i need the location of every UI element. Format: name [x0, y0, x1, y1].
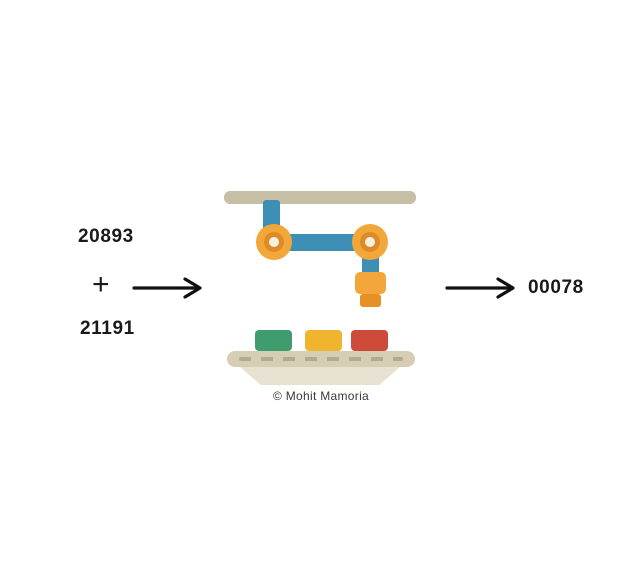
arrow-right-icon [132, 277, 202, 299]
gripper-lower [360, 294, 381, 307]
input-value-1: 20893 [78, 226, 134, 247]
plus-operator: + [92, 268, 110, 301]
output-value: 00078 [528, 277, 584, 298]
block-yellow [305, 330, 342, 351]
block-green [255, 330, 292, 351]
arm-horizontal [272, 234, 372, 251]
gripper-upper [355, 272, 386, 294]
arm-joint-left [256, 224, 292, 260]
input-value-2: 21191 [80, 318, 135, 339]
arrow-right-icon [445, 277, 515, 299]
belt-dashes [239, 357, 403, 361]
conveyor-base [240, 367, 400, 385]
credit-text: © Mohit Mamoria [272, 389, 370, 403]
block-red [351, 330, 388, 351]
ceiling-beam [224, 191, 416, 204]
arm-joint-right [352, 224, 388, 260]
conveyor-belt [227, 351, 415, 367]
